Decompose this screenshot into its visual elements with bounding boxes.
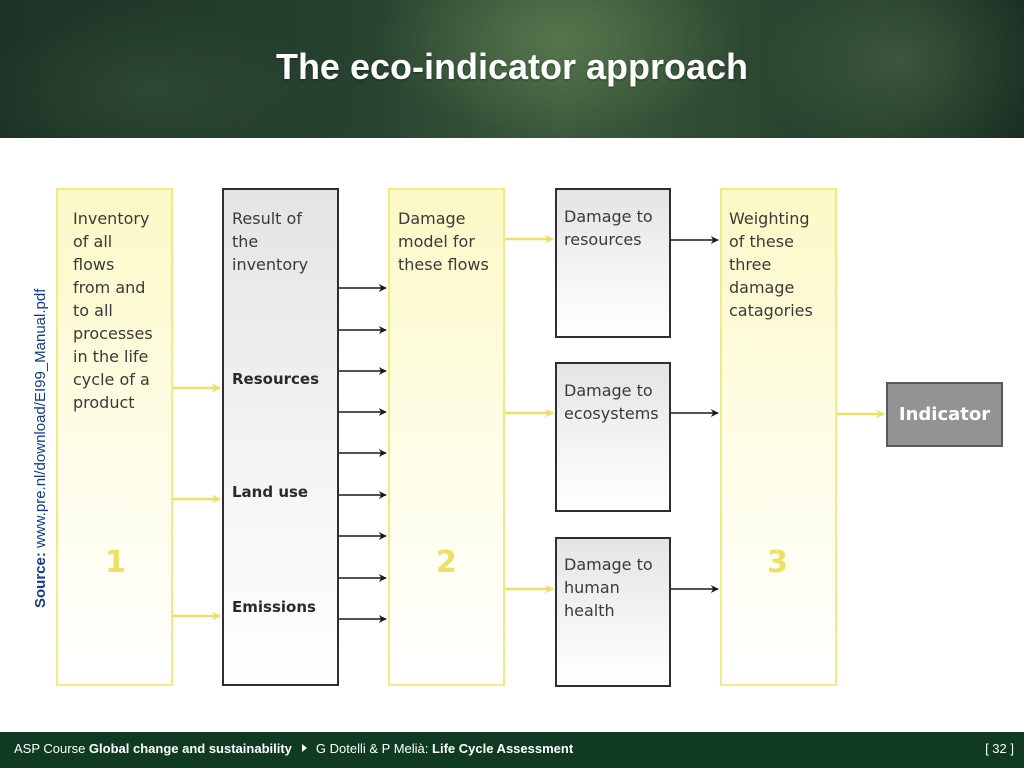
footer-left: ASP Course Global change and sustainabil… xyxy=(14,741,573,756)
header-banner: The eco-indicator approach xyxy=(0,0,1024,138)
indicator-label: Indicator xyxy=(898,404,991,425)
step-number-1: 1 xyxy=(105,545,126,580)
damage-model-text: Damage model for these flows xyxy=(398,209,489,274)
weighting-text: Weighting of these three damage catagori… xyxy=(729,209,813,320)
separator-arrow-icon xyxy=(301,744,307,752)
inventory-result-box xyxy=(222,188,339,686)
damage-resources-text: Damage to resources xyxy=(564,207,653,249)
footer-bar: ASP Course Global change and sustainabil… xyxy=(0,732,1024,768)
damage-human-health-text: Damage to human health xyxy=(564,555,653,620)
inventory-flows-box xyxy=(56,188,173,686)
land-use-label: Land use xyxy=(232,483,309,501)
damage-model-box xyxy=(388,188,505,686)
damage-ecosystems-box xyxy=(555,362,671,512)
step-number-3: 3 xyxy=(767,545,788,580)
slide-title: The eco-indicator approach xyxy=(275,46,749,87)
inventory-flows-text: Inventory of all flows from and to all p… xyxy=(73,209,153,412)
weighting-box xyxy=(720,188,837,686)
authors: G Dotelli & P Melià: xyxy=(315,741,429,756)
course-prefix: ASP Course xyxy=(14,741,86,756)
page-number: [ 32 ] xyxy=(985,741,1014,756)
damage-resources-box xyxy=(555,188,671,338)
indicator-box: Indicator xyxy=(886,382,1003,447)
subject: Life Cycle Assessment xyxy=(432,741,574,756)
resources-label: Resources xyxy=(232,370,320,388)
inventory-result-text: Result of the inventory xyxy=(232,209,309,274)
course-name: Global change and sustainability xyxy=(88,741,292,756)
step-number-2: 2 xyxy=(436,545,457,580)
damage-human-health-box xyxy=(555,537,671,687)
emissions-label: Emissions xyxy=(232,598,316,616)
damage-ecosystems-text: Damage to ecosystems xyxy=(564,381,659,423)
